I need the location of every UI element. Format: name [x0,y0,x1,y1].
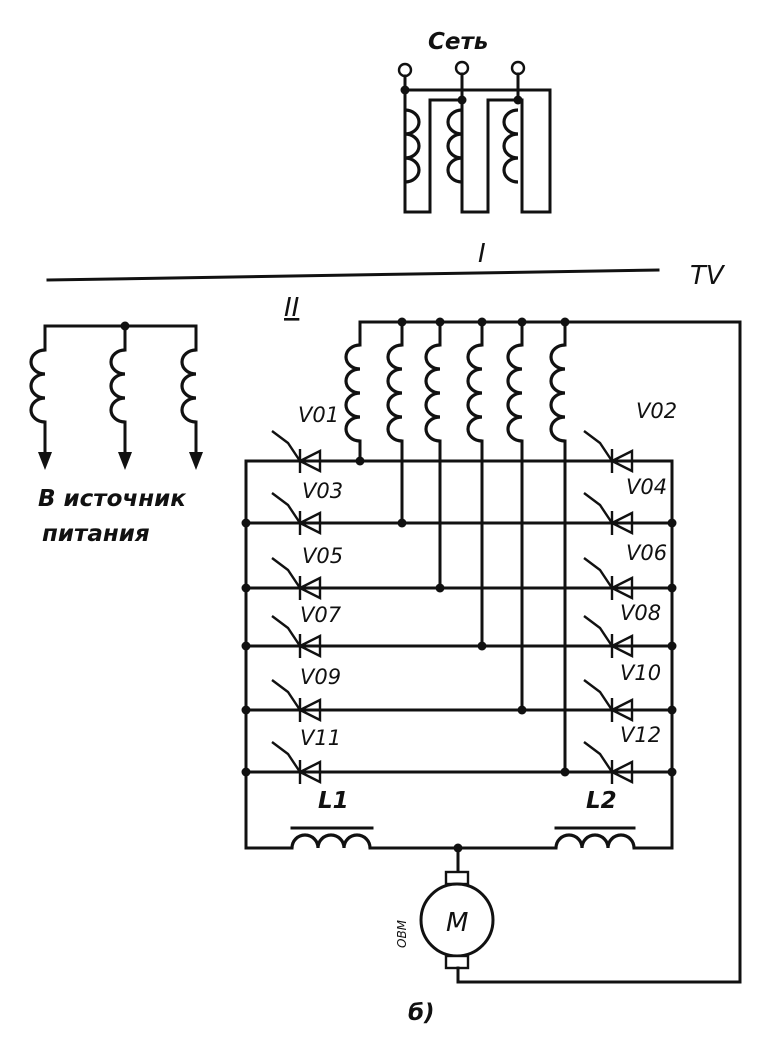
core-line [46,268,660,282]
label-v07: V07 [300,603,342,627]
bridge-frame [241,459,677,850]
power-source-label-line2: питания [42,521,150,547]
aux-top-bus [43,324,198,352]
auxiliary-winding: В источник питания [29,321,203,547]
left-bus [244,459,294,850]
junction [517,317,527,327]
primary-coil-1 [404,108,421,184]
junction [435,317,445,327]
motor-side-mark: ОВМ [395,919,409,948]
thyristor-v02 [583,430,634,473]
aux-coil-2 [109,348,126,424]
thyristor-v05 [271,557,322,600]
label-v02: V02 [636,399,677,423]
thyristor-v09 [271,679,322,722]
thyristor-v12 [583,741,634,784]
dc-motor: M ОВМ [395,320,742,984]
thyristor-v03 [271,492,322,535]
primary-roman-label: I [478,239,486,269]
secondary-coils [344,343,566,443]
right-bus [632,459,674,850]
junction [560,317,570,327]
primary-coils [404,108,519,184]
network-terminal-a [397,62,413,78]
motor-label: M [446,908,468,938]
power-source-label-line1: В источник [38,486,187,512]
thyristor-v04 [583,492,634,535]
label-v05: V05 [302,544,343,568]
junction [120,321,130,331]
network-terminal-c [510,60,526,76]
thyristor-v08 [583,615,634,658]
junction [513,95,523,105]
network-label: Сеть [428,29,488,55]
label-v11: V11 [300,726,341,750]
label-v01: V01 [298,403,339,427]
thyristor-v10 [583,679,634,722]
figure-tag: б) [408,1000,435,1026]
thyristor-v06 [583,557,634,600]
thyristor-v11 [271,741,322,784]
secondary-coil-stubs [358,320,567,347]
network-terminal-b [454,60,470,76]
secondary-coil-5 [506,343,523,443]
aux-outputs [43,420,198,457]
label-v12: V12 [620,723,661,747]
secondary-roman-label: II [284,293,299,323]
transformer-label: TV [690,261,726,291]
arrow-down-icon [38,452,52,470]
reactor-left-label: L1 [318,788,349,814]
secondary-coil-1 [344,343,361,443]
junction [477,317,487,327]
thyristors-left: V01 V03 V05 V07 V09 V11 [271,403,343,784]
transformer-core: I TV II [46,239,726,323]
aux-coil-1 [29,348,46,424]
secondary-coil-2 [386,343,403,443]
junction [457,95,467,105]
thyristor-v07 [271,615,322,658]
label-v10: V10 [620,661,661,685]
junction [397,317,407,327]
primary-coil-2 [446,108,463,184]
label-v09: V09 [300,665,341,689]
thyristor-v01 [271,430,322,473]
motor-brush-bottom [444,954,470,970]
junction [400,85,410,95]
secondary-coil-3 [424,343,441,443]
phase-row-wires [244,459,674,774]
phase-drop-wires [358,439,567,774]
reactors: L1 L2 [290,788,636,853]
bus-junctions [241,518,677,777]
arrow-down-icon [118,452,132,470]
secondary-coil-4 [466,343,483,443]
label-v06: V06 [626,541,667,565]
reactor-right-label: L2 [586,788,617,814]
secondary-winding [344,317,742,777]
primary-coil-3 [502,108,519,184]
motor-brush-top [444,870,470,886]
aux-coil-3 [180,348,197,424]
reactor-left-coil [290,833,372,849]
primary-delta-wiring [403,88,552,214]
motor-return-wire [456,320,742,984]
secondary-coil-6 [549,343,566,443]
primary-winding: Сеть [397,29,552,214]
label-v03: V03 [302,479,343,503]
label-v08: V08 [620,601,661,625]
label-v04: V04 [626,475,667,499]
reactor-right-coil [554,833,636,849]
thyristors-right: V02 V04 V06 V08 V10 V12 [583,399,677,784]
arrow-down-icon [189,452,203,470]
